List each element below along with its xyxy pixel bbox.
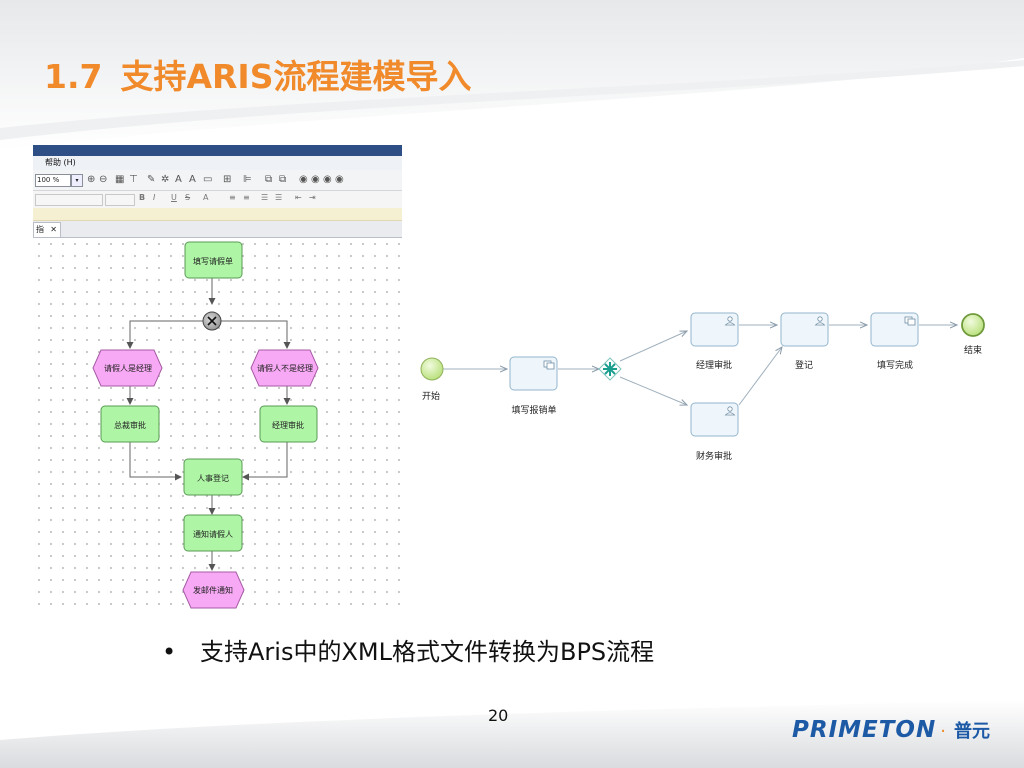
font-color-icon[interactable]: A	[203, 193, 209, 202]
text-format-icon[interactable]: A	[189, 174, 196, 185]
bps-task-finance-approval[interactable]	[690, 402, 739, 437]
outdent-icon[interactable]: ⇥	[309, 193, 316, 202]
node-fill-leave-form-label: 填写请假单	[193, 256, 233, 266]
bullet-dot-icon: •	[162, 638, 177, 666]
node-applicant-is-manager[interactable]: 请假人是经理	[92, 349, 163, 387]
text-style-icon[interactable]: A	[175, 174, 182, 185]
aris-titlebar	[33, 145, 402, 156]
attributes-icon[interactable]: ⊞	[223, 174, 232, 185]
background-swoosh-bottom	[0, 700, 1024, 768]
user-task-icon	[724, 316, 736, 326]
title-text: 支持ARIS流程建模导入	[120, 57, 472, 96]
copy-format-icon[interactable]: ⧉	[265, 174, 273, 185]
aris-epc-diagram: 填写请假单 总裁审批 经理审批 人事登记 通知请假人 请假人是经理	[92, 241, 319, 609]
subprocess-icon	[904, 316, 916, 326]
bps-connectors	[443, 325, 957, 405]
list-icon[interactable]: ☰	[261, 193, 269, 202]
paste-format-icon[interactable]: ⧉	[279, 174, 287, 185]
node-send-email-notice-label: 发邮件通知	[193, 585, 233, 595]
bps-start-label: 开始	[422, 390, 440, 402]
italic-icon[interactable]: I	[153, 193, 156, 202]
node-hr-register[interactable]: 人事登记	[183, 458, 243, 496]
list-number-icon[interactable]: ☰	[275, 193, 283, 202]
bps-fill-complete-label: 填写完成	[877, 359, 913, 371]
pen-icon[interactable]: ✎	[147, 174, 156, 185]
zoom-out-icon[interactable]: ⊖	[99, 174, 108, 185]
page-number: 20	[488, 706, 509, 725]
node-applicant-is-manager-label: 请假人是经理	[104, 363, 152, 373]
bps-task-manager-approval[interactable]	[690, 312, 739, 347]
node-ceo-approval[interactable]: 总裁审批	[100, 405, 160, 443]
node-ceo-approval-label: 总裁审批	[114, 420, 146, 430]
node-fill-leave-form[interactable]: 填写请假单	[184, 241, 243, 279]
aris-connectors	[126, 278, 291, 571]
model-tab[interactable]: 指 ✕	[33, 222, 61, 237]
aris-menubar: 帮助 (H)	[33, 156, 402, 170]
nav-last-icon[interactable]: ◉	[335, 174, 344, 185]
xor-gateway-icon[interactable]	[202, 311, 222, 331]
font-family-select[interactable]	[35, 194, 103, 206]
zoom-in-icon[interactable]: ⊕	[87, 174, 96, 185]
close-icon[interactable]: ✕	[50, 225, 57, 234]
logo-word: PRIMETON	[792, 717, 937, 743]
indent-icon[interactable]: ⇤	[295, 193, 302, 202]
node-hr-register-label: 人事登记	[197, 473, 229, 483]
model-tab-label: 指	[36, 225, 44, 234]
user-task-icon	[814, 316, 826, 326]
sun-icon[interactable]: ✲	[161, 174, 170, 185]
bps-end-label: 结束	[964, 344, 982, 356]
node-applicant-not-manager[interactable]: 请假人不是经理	[250, 349, 319, 387]
nav-next-icon[interactable]: ◉	[323, 174, 332, 185]
bullet-text: 支持Aris中的XML格式文件转换为BPS流程	[200, 638, 655, 666]
bps-process-diagram: 开始 填写报销单 经理审批 财务审批 登记	[420, 312, 985, 462]
aris-toolbar-format: B I U S A ≡ ≡ ☰ ☰ ⇤ ⇥	[33, 191, 402, 209]
logo-chinese: 普元	[953, 721, 990, 742]
slide-title: 1.7 支持ARIS流程建模导入	[44, 50, 471, 98]
background-swoosh-top	[0, 0, 1024, 150]
node-manager-approval-label: 经理审批	[272, 420, 304, 430]
align-icon[interactable]: ⊫	[243, 174, 252, 185]
subprocess-icon	[543, 360, 555, 370]
node-notify-applicant-label: 通知请假人	[193, 529, 233, 539]
primeton-logo: PRIMETON· 普元	[792, 717, 990, 749]
underline-icon[interactable]: U	[171, 193, 177, 202]
user-task-icon	[724, 406, 736, 416]
bullet-point: • 支持Aris中的XML格式文件转换为BPS流程	[162, 632, 654, 667]
bps-register-label: 登记	[795, 360, 813, 371]
node-applicant-not-manager-label: 请假人不是经理	[257, 363, 313, 373]
aris-window-screenshot: 帮助 (H) 100 % ▾ ⊕ ⊖ ▦ ⊤ ✎ ✲ A A ▭ ⊞ ⊫ ⧉ ⧉…	[33, 145, 402, 612]
menu-help[interactable]: 帮助 (H)	[45, 158, 76, 167]
bps-task-fill-expense[interactable]	[509, 356, 558, 391]
align-left-icon[interactable]: ≡	[229, 193, 236, 202]
zoom-input[interactable]: 100 %	[35, 174, 71, 187]
node-send-email-notice[interactable]: 发邮件通知	[182, 571, 245, 609]
bps-fill-expense-label: 填写报销单	[511, 404, 556, 416]
bps-finance-approval-label: 财务审批	[696, 450, 732, 462]
bold-icon[interactable]: B	[139, 193, 146, 202]
strikethrough-icon[interactable]: S	[185, 193, 191, 202]
aris-tab-row: 指 ✕	[33, 221, 402, 238]
nav-prev-icon[interactable]: ◉	[311, 174, 320, 185]
bps-manager-approval-label: 经理审批	[696, 359, 732, 371]
layout-icon[interactable]: ⊤	[129, 174, 138, 185]
title-number: 1.7	[44, 57, 103, 96]
align-center-icon[interactable]: ≡	[243, 193, 250, 202]
bps-task-register[interactable]	[780, 312, 829, 347]
bps-parallel-gateway-icon[interactable]	[598, 357, 622, 381]
node-notify-applicant[interactable]: 通知请假人	[183, 514, 243, 552]
bps-task-fill-complete[interactable]	[870, 312, 919, 347]
bps-end-event[interactable]	[961, 313, 985, 337]
node-manager-approval[interactable]: 经理审批	[259, 405, 318, 443]
aris-toolbar-main: 100 % ▾ ⊕ ⊖ ▦ ⊤ ✎ ✲ A A ▭ ⊞ ⊫ ⧉ ⧉ ◉ ◉ ◉ …	[33, 170, 402, 191]
fill-color-icon[interactable]: ▭	[203, 174, 213, 185]
font-size-select[interactable]	[105, 194, 135, 206]
grid-icon[interactable]: ▦	[115, 174, 125, 185]
nav-first-icon[interactable]: ◉	[299, 174, 308, 185]
zoom-dropdown-arrow-icon[interactable]: ▾	[71, 174, 83, 187]
aris-model-canvas[interactable]: 填写请假单 总裁审批 经理审批 人事登记 通知请假人 请假人是经理	[33, 238, 402, 612]
aris-info-strip	[33, 208, 402, 221]
bps-start-event[interactable]	[420, 357, 444, 381]
logo-separator: ·	[940, 721, 946, 742]
